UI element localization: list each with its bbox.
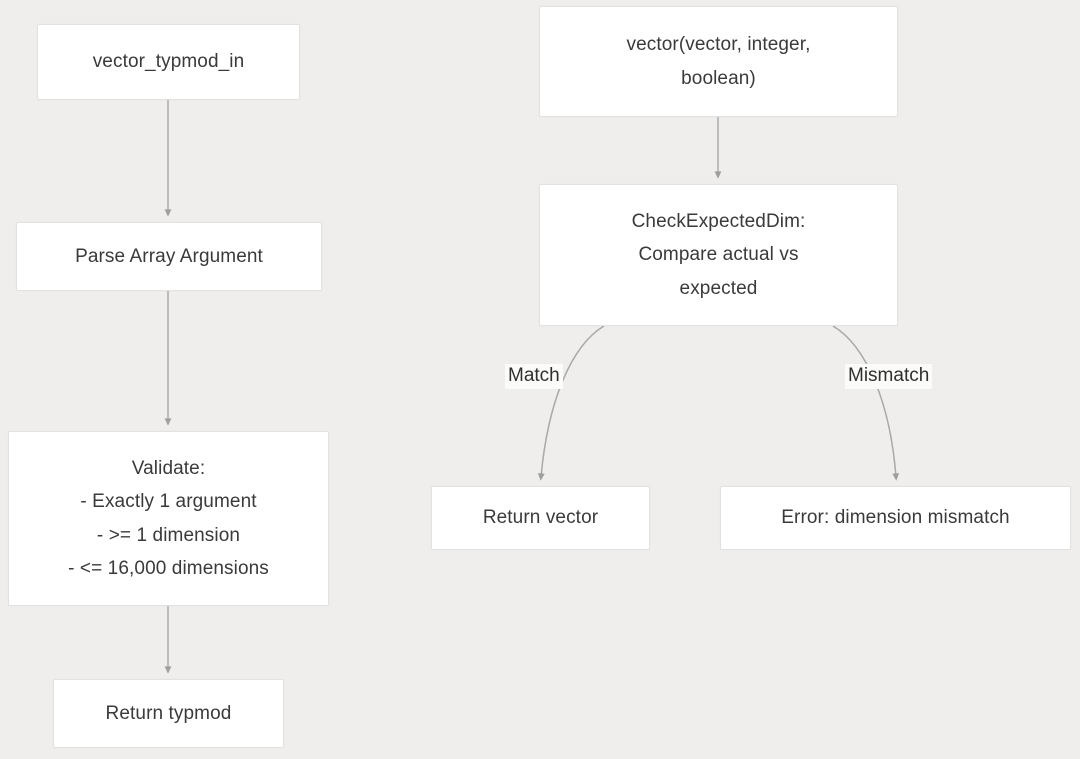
node-vector-typmod-in[interactable]: vector_typmod_in [37,24,300,100]
node-label: vector(vector, integer, boolean) [626,34,811,89]
node-parse-array-argument[interactable]: Parse Array Argument [16,222,322,291]
node-check-expected-dim[interactable]: CheckExpectedDim: Compare actual vs expe… [539,184,898,326]
edge-label-mismatch: Mismatch [845,364,933,389]
node-label: CheckExpectedDim: Compare actual vs expe… [631,211,806,299]
node-error-dimension-mismatch[interactable]: Error: dimension mismatch [720,486,1071,550]
edge-label-match: Match [505,364,563,389]
node-label: Validate: - Exactly 1 argument - >= 1 di… [68,458,269,579]
node-label: Return typmod [105,702,232,724]
node-return-vector[interactable]: Return vector [431,486,650,550]
node-return-typmod[interactable]: Return typmod [53,679,284,748]
edge-check-to-error [832,325,900,481]
node-label: Error: dimension mismatch [781,507,1010,529]
node-validate[interactable]: Validate: - Exactly 1 argument - >= 1 di… [8,431,329,606]
node-label: vector_typmod_in [92,51,245,73]
node-label: Parse Array Argument [75,245,263,267]
edge-check-to-return-vector [537,325,605,481]
node-vector-signature[interactable]: vector(vector, integer, boolean) [539,6,898,117]
node-label: Return vector [482,507,599,529]
